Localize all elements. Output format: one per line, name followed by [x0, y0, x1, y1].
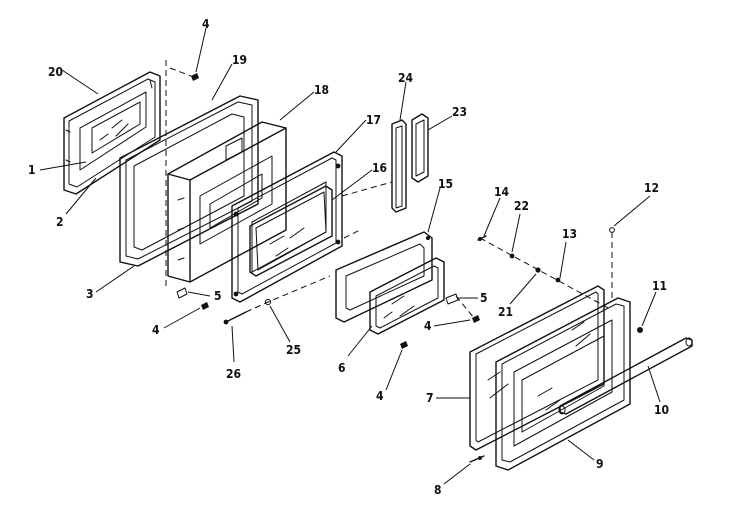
callout-4-left: 4	[152, 323, 160, 337]
part-18-door-insulation	[167, 121, 287, 283]
callout-17: 17	[366, 113, 381, 127]
callout-4-right: 4	[424, 319, 432, 333]
part-20-rear-door-frame	[63, 71, 161, 195]
callout-5-right: 5	[480, 291, 488, 305]
part-9-outer-door-frame	[495, 297, 631, 471]
callout-22: 22	[514, 199, 529, 213]
alignment-lines	[165, 60, 613, 319]
callout-6: 6	[338, 361, 346, 375]
callout-5-left: 5	[214, 289, 222, 303]
callout-2: 2	[56, 215, 64, 229]
callout-18: 18	[314, 83, 329, 97]
callout-4-bottom: 4	[376, 389, 384, 403]
callout-26: 26	[226, 367, 241, 381]
callout-7: 7	[426, 391, 434, 405]
part-24-glass-strip	[391, 119, 407, 213]
callout-16: 16	[372, 161, 387, 175]
callout-14: 14	[494, 185, 510, 199]
part-15-glass-retainer	[335, 231, 433, 323]
callout-23: 23	[452, 105, 467, 119]
callout-25: 25	[286, 343, 301, 357]
callout-1: 1	[28, 163, 36, 177]
part-16-inner-glass-pack	[249, 185, 333, 277]
callout-4-top: 4	[202, 17, 210, 31]
part-6-window-glass	[369, 257, 445, 335]
part-10-door-handle	[558, 337, 693, 415]
callout-9: 9	[596, 457, 604, 471]
callout-8: 8	[434, 483, 442, 497]
callout-20: 20	[48, 65, 63, 79]
leader-lines	[39, 27, 661, 485]
callout-21: 21	[498, 305, 513, 319]
callout-3: 3	[86, 287, 94, 301]
callout-labels: 20 4 19 18 17 16 24 23 15 1 2 3 5 4 26 2…	[28, 17, 669, 497]
callout-24: 24	[398, 71, 414, 85]
callout-19: 19	[232, 53, 247, 67]
callout-11: 11	[652, 279, 667, 293]
callout-13: 13	[562, 227, 577, 241]
part-7-outer-door-glass	[469, 285, 605, 451]
part-19-door-gasket	[119, 95, 259, 267]
callout-12: 12	[644, 181, 659, 195]
callout-15: 15	[438, 177, 453, 191]
part-23-bracket	[411, 113, 429, 183]
callout-10: 10	[654, 403, 669, 417]
